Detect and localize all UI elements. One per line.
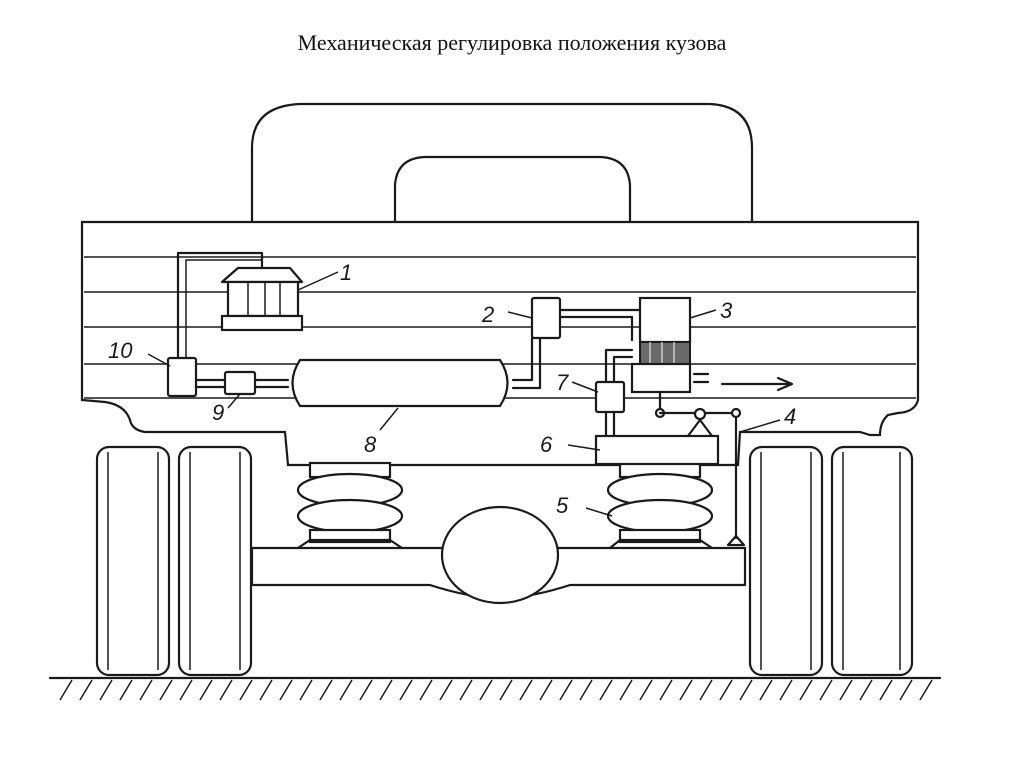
differential-housing <box>440 505 560 605</box>
pipe-8-to-2 <box>511 336 542 390</box>
ground <box>48 676 942 701</box>
pipe-10-to-9 <box>194 378 227 389</box>
label-leaders <box>147 271 781 517</box>
component-8-receiver <box>291 358 509 408</box>
label-8: 8 <box>364 432 377 457</box>
label-9: 9 <box>212 400 224 425</box>
exhaust-arrow <box>692 372 794 392</box>
label-6: 6 <box>540 432 553 457</box>
air-spring-left <box>296 461 404 550</box>
cab <box>250 102 754 224</box>
component-3-regulator <box>630 296 692 419</box>
component-1-compressor <box>220 266 304 332</box>
component-7 <box>594 380 626 414</box>
component-10 <box>166 356 198 398</box>
component-6 <box>594 434 720 466</box>
label-3: 3 <box>720 298 733 323</box>
pipe-2-to-3 <box>558 308 642 342</box>
component-9 <box>223 370 257 396</box>
pipe-7-to-6 <box>604 410 616 438</box>
left-wheels <box>95 445 253 677</box>
right-wheels <box>748 445 914 677</box>
label-1: 1 <box>340 260 352 285</box>
air-spring-5 <box>606 461 714 550</box>
label-4: 4 <box>784 404 796 429</box>
label-7: 7 <box>556 370 569 395</box>
pipe-3-to-7 <box>604 348 634 384</box>
pipe-10-to-1-inner <box>185 259 262 358</box>
pipe-9-to-8 <box>253 378 290 389</box>
slide-title: Механическая регулировка положения кузов… <box>297 30 727 55</box>
label-2: 2 <box>481 302 494 327</box>
label-5: 5 <box>556 493 569 518</box>
cab-window <box>393 155 632 224</box>
label-10: 10 <box>108 338 133 363</box>
component-2-valve <box>530 296 562 340</box>
component-4-lever <box>658 407 746 547</box>
